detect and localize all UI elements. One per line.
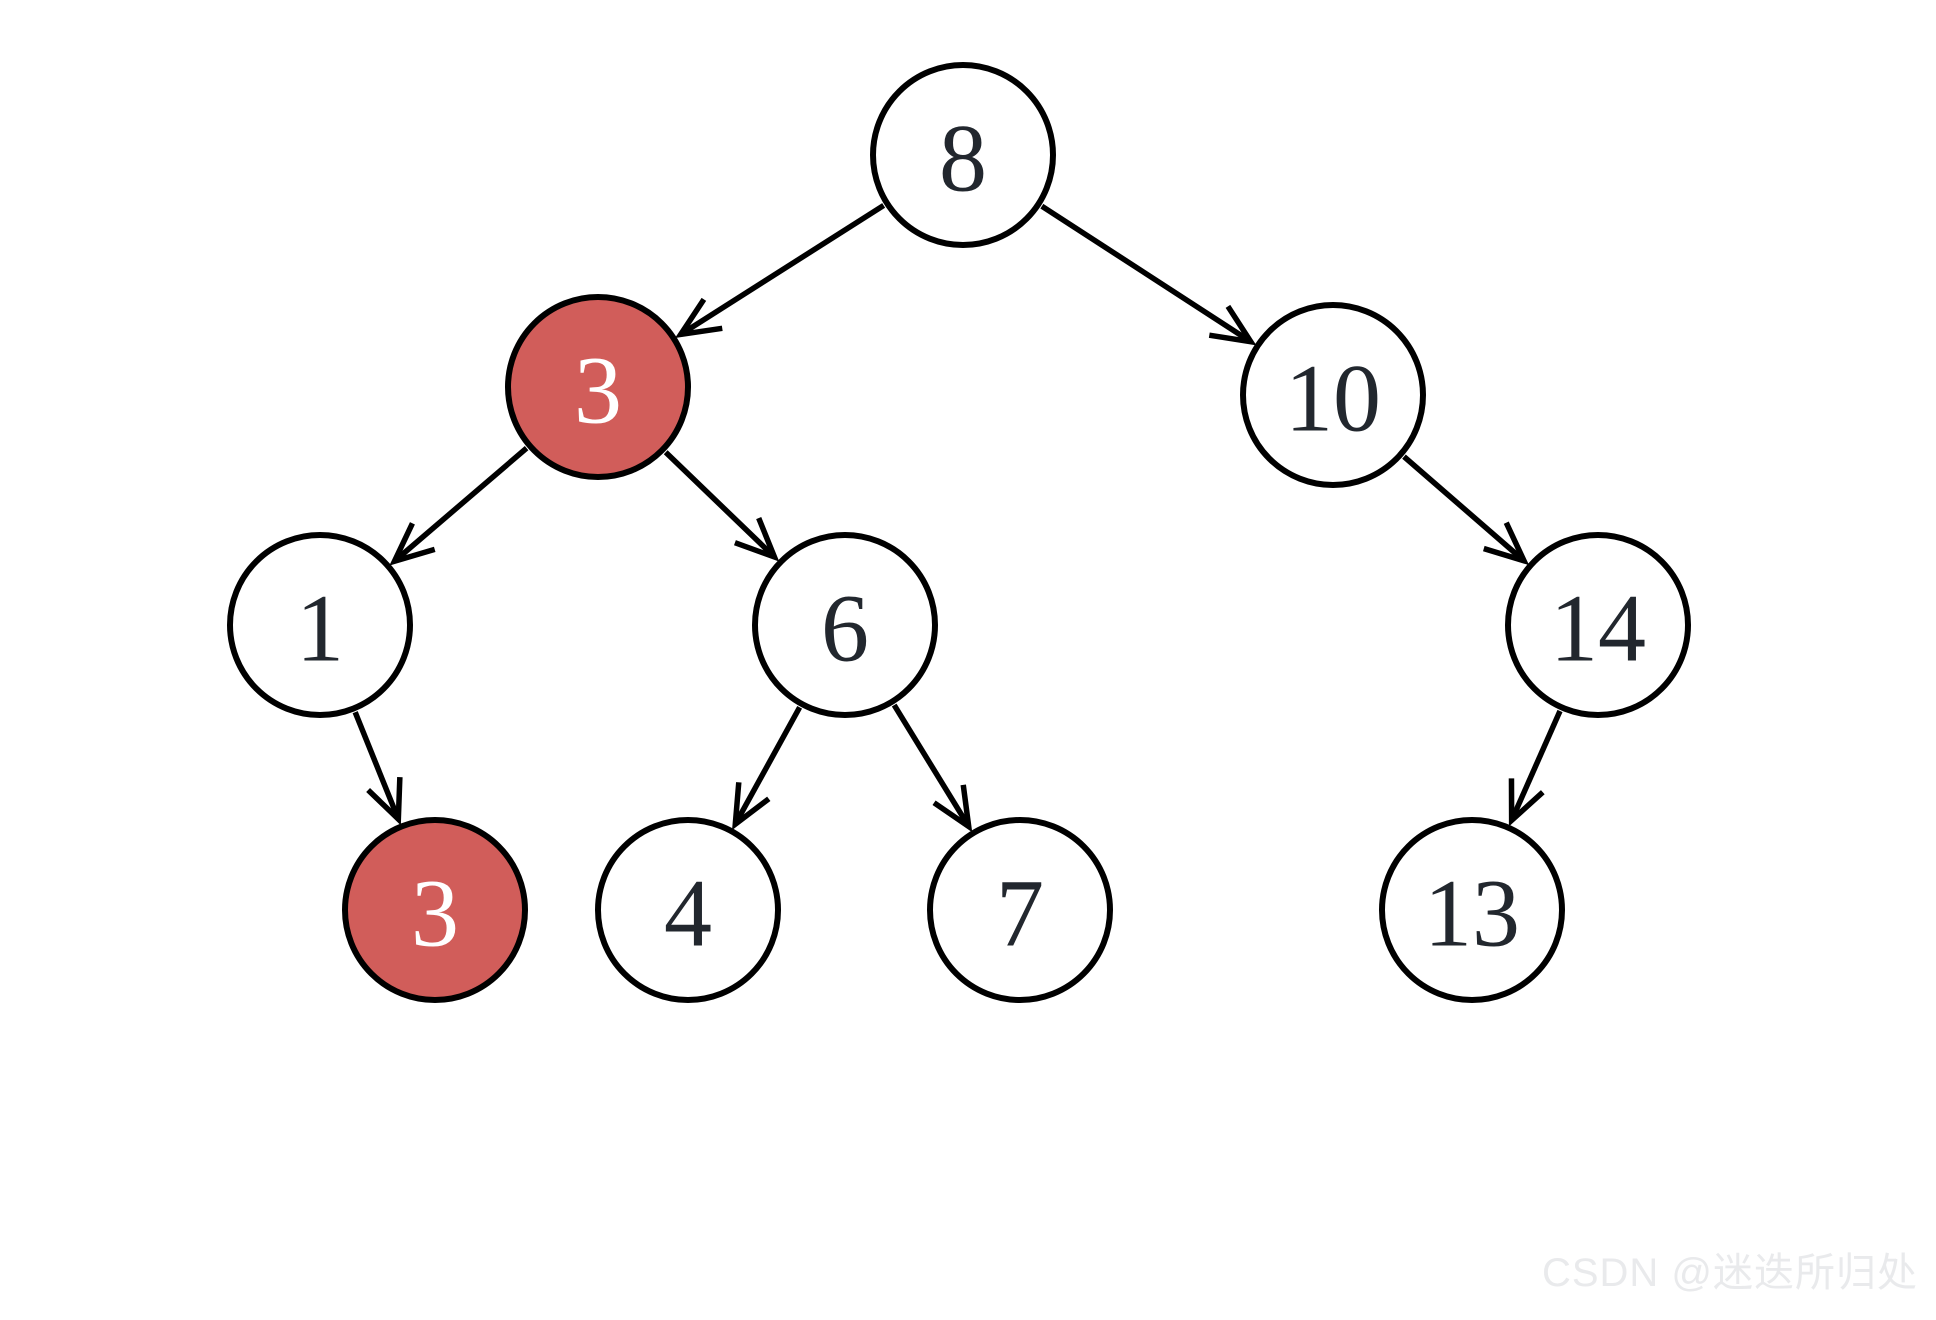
edge-line: [679, 203, 886, 337]
node-value-label: 6: [821, 575, 869, 682]
node-value-label: 14: [1550, 575, 1646, 682]
node-value-label: 13: [1424, 860, 1520, 967]
edge-line: [1040, 203, 1253, 344]
tree-edge-n6-to-n4: [732, 706, 803, 831]
node-circle[interactable]: [1505, 532, 1691, 718]
tree-edge-n6-to-n7: [891, 703, 973, 833]
arrow-head-icon: [389, 522, 436, 566]
node-circle[interactable]: [927, 817, 1113, 1003]
edge-line: [1509, 709, 1563, 822]
arrow-head-icon: [366, 777, 403, 826]
edge-line: [1402, 454, 1526, 563]
edge-line: [352, 711, 401, 821]
edge-line: [663, 450, 777, 559]
tree-node-10[interactable]: 10: [1240, 302, 1426, 488]
arrow-head-icon: [1208, 304, 1257, 346]
tree-edge-n8-to-n10: [1040, 203, 1257, 346]
csdn-watermark: CSDN @迷迭所归处: [1541, 1251, 1918, 1295]
node-value-label: 8: [939, 105, 987, 212]
arrow-head-icon: [732, 782, 771, 831]
arrow-head-icon: [932, 784, 973, 833]
tree-node-3-highlighted[interactable]: 3: [342, 817, 528, 1003]
node-circle[interactable]: [1240, 302, 1426, 488]
tree-node-14[interactable]: 14: [1505, 532, 1691, 718]
node-value-label: 7: [996, 860, 1044, 967]
tree-edge-n8-to-n3a: [675, 203, 886, 339]
edge-line: [732, 706, 803, 826]
edges-layer: [352, 203, 1563, 833]
tree-edge-n1-to-n3b: [352, 711, 403, 826]
node-circle[interactable]: [227, 532, 413, 718]
tree-edge-n3a-to-n6: [663, 450, 780, 562]
tree-node-13[interactable]: 13: [1379, 817, 1565, 1003]
arrow-head-icon: [1483, 521, 1530, 566]
node-value-label: 3: [574, 337, 622, 444]
arrow-head-icon: [675, 297, 723, 339]
tree-node-8[interactable]: 8: [870, 62, 1056, 248]
node-value-label: 1: [296, 575, 344, 682]
nodes-layer: 8 3 10 1 6 14 3 4 7 13: [227, 62, 1691, 1003]
tree-edge-n10-to-n14: [1402, 454, 1530, 566]
tree-node-7[interactable]: 7: [927, 817, 1113, 1003]
tree-node-4[interactable]: 4: [595, 817, 781, 1003]
tree-edge-n14-to-n13: [1508, 709, 1563, 827]
node-circle[interactable]: [1379, 817, 1565, 1003]
arrow-head-icon: [1508, 778, 1545, 827]
node-circle[interactable]: [595, 817, 781, 1003]
node-value-label: 4: [664, 860, 712, 967]
edge-line: [392, 446, 529, 564]
node-circle[interactable]: [870, 62, 1056, 248]
tree-node-3-highlighted[interactable]: 3: [505, 294, 691, 480]
edge-line: [891, 703, 972, 828]
tree-edge-n3a-to-n1: [389, 446, 529, 566]
node-circle[interactable]: [505, 294, 691, 480]
node-value-label: 10: [1285, 345, 1381, 452]
node-circle[interactable]: [342, 817, 528, 1003]
node-circle[interactable]: [752, 532, 938, 718]
arrow-head-icon: [733, 517, 780, 562]
tree-node-1[interactable]: 1: [227, 532, 413, 718]
node-value-label: 3: [411, 860, 459, 967]
tree-node-6[interactable]: 6: [752, 532, 938, 718]
